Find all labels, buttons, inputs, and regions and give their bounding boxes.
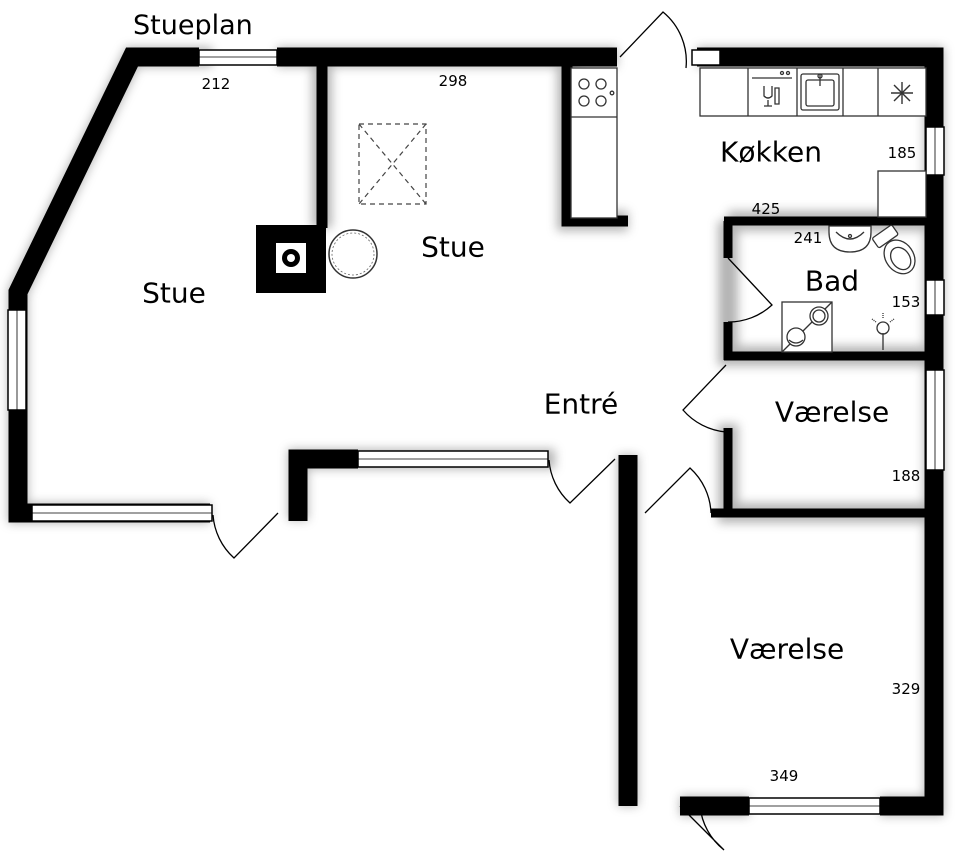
dimension-bad-width: 241 [793,229,823,247]
bathroom-fixtures [781,224,916,353]
dimension-kokken-depth: 185 [887,144,917,162]
kitchen-counter-north [699,67,927,117]
dishwasher-icon [752,70,792,107]
door-vaerelse-large [644,467,712,514]
room-label-entre: Entré [543,387,619,421]
skylight [358,123,427,205]
dimension-vaerelse-small-depth: 188 [891,467,921,485]
plan-title: Stueplan [133,10,253,41]
door-terrace [679,805,725,851]
wood-stove [328,229,378,279]
floor-drain-icon [871,313,895,350]
dimension-kokken-width: 425 [751,200,781,218]
room-label-bad: Bad [804,264,860,298]
fridge [877,170,927,218]
wall-shadow [8,47,944,816]
dimension-vaerelse-large-depth: 329 [891,680,921,698]
door-bath [727,257,773,323]
dimension-bad-depth: 153 [891,293,921,311]
room-label-stue-east: Stue [421,230,485,264]
exterior-wall-entry-south [288,449,358,521]
washer-dryer-icon [781,301,833,353]
doors [212,11,773,851]
dimension-stue-west-width: 212 [201,75,231,93]
room-label-stue-west: Stue [142,276,206,310]
freezer-snowflake-icon [891,82,913,104]
door-stue-south [212,512,279,559]
window-kitchen-north [691,49,721,66]
room-label-vaerelse-large: Værelse [729,632,845,666]
kitchen-fixtures [570,67,927,219]
window-stue-north [198,49,278,66]
windows [7,49,945,815]
dimension-stue-east-width: 298 [438,72,468,90]
door-entre [548,458,616,504]
room-label-vaerelse-small: Værelse [774,395,890,429]
door-vaerelse-small [682,364,727,433]
toilet-icon [872,224,916,275]
sink-icon [800,73,840,111]
dimension-vaerelse-large-width: 349 [769,767,799,785]
room-label-kokken: Køkken [720,135,822,169]
cooktop-icon [578,78,615,107]
door-main-north [619,11,687,69]
walls [8,47,944,816]
kitchen-wall [561,62,628,227]
kitchen-counter-west [570,67,618,219]
